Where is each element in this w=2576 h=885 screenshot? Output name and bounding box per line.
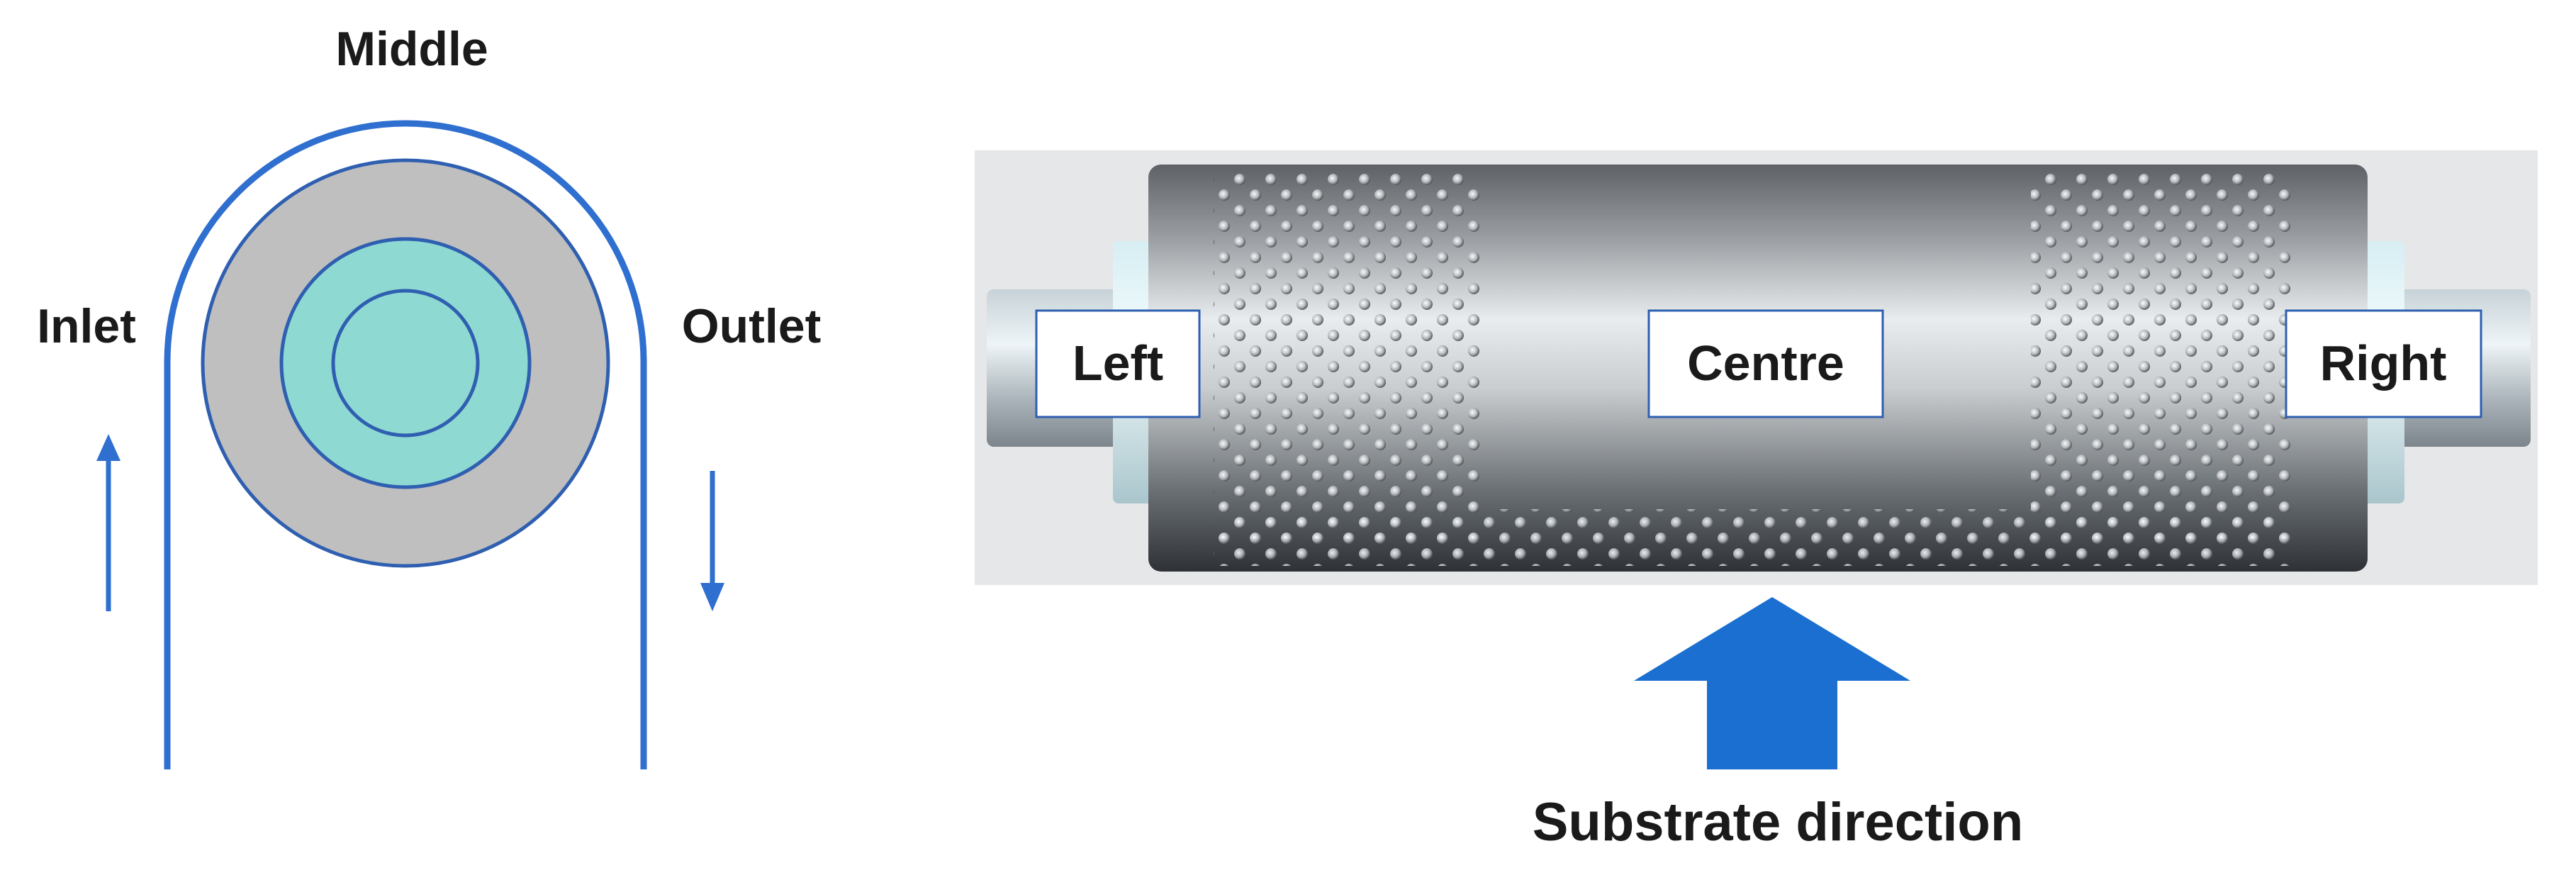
bottom-perforation-band — [1214, 509, 2295, 566]
centre-label: Centre — [1687, 335, 1844, 391]
inlet-arrow-up-icon — [96, 434, 121, 611]
perforated-roller-view: Left Centre Right Substrate direction — [975, 150, 2538, 852]
left-label: Left — [1073, 335, 1163, 391]
substrate-web-path — [164, 120, 647, 769]
left-perforation-zone — [1214, 170, 1483, 539]
roller-core — [331, 289, 480, 438]
middle-label: Middle — [335, 22, 488, 76]
right-label-box: Right — [2285, 309, 2482, 418]
right-label: Right — [2320, 335, 2447, 391]
outlet-arrow-down-icon — [700, 471, 724, 611]
roller-cross-section: Middle Inlet Outlet — [37, 22, 821, 769]
inlet-label: Inlet — [37, 299, 136, 353]
left-label-box: Left — [1035, 309, 1201, 418]
substrate-direction-arrow-up-icon — [1634, 597, 1910, 769]
outlet-label: Outlet — [682, 299, 821, 353]
substrate-direction-label: Substrate direction — [1533, 792, 2024, 852]
right-perforation-zone — [2031, 170, 2295, 539]
centre-label-box: Centre — [1647, 309, 1884, 418]
